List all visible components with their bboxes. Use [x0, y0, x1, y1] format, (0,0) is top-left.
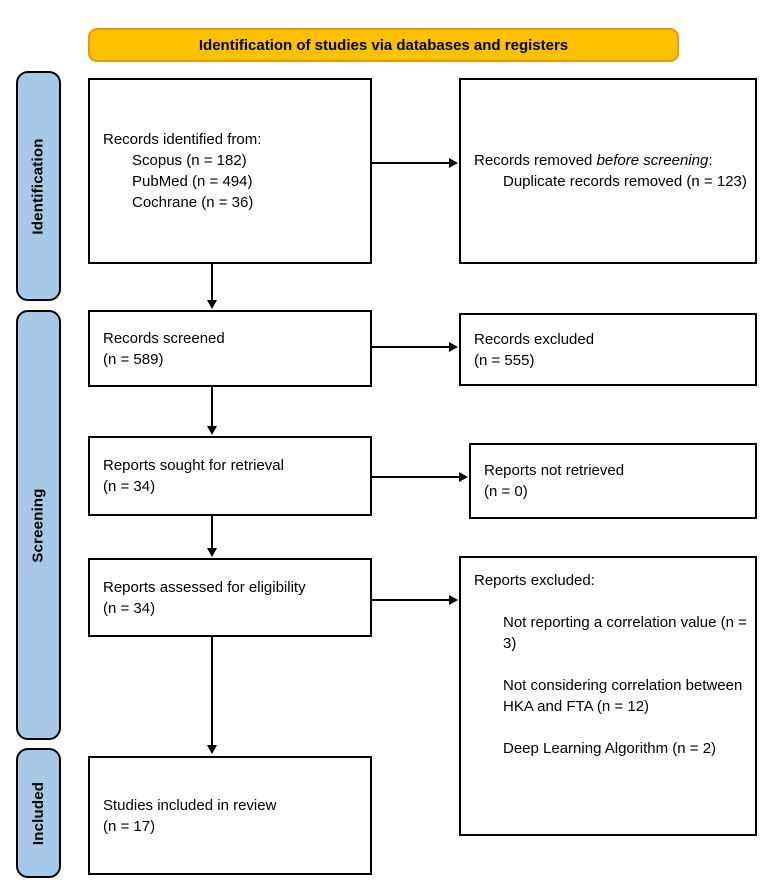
box-studies-included-line2: (n = 17) — [103, 817, 156, 835]
box-studies-included: Studies included in review (n = 17) — [88, 756, 372, 875]
box-reports-assessed-line2: (n = 34) — [103, 599, 156, 617]
arrow-screened-to-sought — [207, 387, 217, 435]
stage-label-included: Included — [30, 781, 47, 845]
box-records-removed-title-prefix: Records removed — [474, 152, 597, 169]
box-records-screened-line2: (n = 589) — [103, 350, 164, 368]
box-records-identified: Records identified from: Scopus (n = 182… — [88, 78, 372, 264]
box-records-removed-item: Duplicate records removed (n = 123) — [503, 173, 747, 190]
box-reports-sought-line2: (n = 34) — [103, 478, 156, 495]
box-reports-not-retrieved-line1: Reports not retrieved — [484, 462, 625, 479]
arrow-identified-to-screened — [207, 264, 217, 309]
arrow-screened-to-excluded — [372, 342, 458, 352]
banner-title: Identification of studies via databases … — [198, 36, 569, 54]
box-reports-assessed: Reports assessed for eligibility (n = 34… — [88, 558, 372, 637]
box-reports-excluded-item: Not considering correlation between HKA … — [503, 677, 743, 715]
box-reports-sought-line1: Reports sought for retrieval — [103, 457, 284, 474]
arrow-assessed-to-included — [207, 637, 217, 754]
box-records-removed-title-italic: before screening — [596, 152, 709, 169]
arrow-sought-to-assessed — [207, 516, 217, 557]
box-reports-sought: Reports sought for retrieval (n = 34) — [88, 436, 372, 516]
arrow-assessed-to-reports-excluded — [372, 595, 458, 605]
stage-label-screening: Screening — [30, 487, 48, 563]
box-records-identified-item: Cochrane (n = 36) — [132, 194, 254, 211]
box-reports-excluded-item: Deep Learning Algorithm (n = 2) — [503, 740, 717, 757]
stage-label-identification: Identification — [30, 137, 48, 235]
box-records-removed: Records removed before screening: Duplic… — [459, 78, 757, 264]
box-reports-not-retrieved: Reports not retrieved (n = 0) — [469, 443, 757, 519]
banner: Identification of studies via databases … — [88, 28, 679, 62]
box-records-identified-title: Records identified from: — [103, 131, 262, 148]
box-records-removed-title-suffix: : — [708, 152, 713, 169]
box-records-excluded-line2: (n = 555) — [474, 351, 535, 369]
box-records-screened-line1: Records screened — [103, 329, 225, 347]
box-records-removed-title: Records removed before screening: — [474, 150, 747, 171]
box-reports-excluded-title: Reports excluded: — [474, 572, 595, 589]
arrow-sought-to-not-retrieved — [372, 472, 468, 482]
box-reports-assessed-line1: Reports assessed for eligibility — [103, 578, 306, 596]
stage-bar-screening: Screening — [16, 310, 61, 740]
stage-bar-included: Included — [16, 748, 61, 878]
box-records-excluded-line1: Records excluded — [474, 330, 595, 348]
box-records-identified-item: Scopus (n = 182) — [132, 152, 247, 169]
box-reports-not-retrieved-line2: (n = 0) — [484, 483, 528, 500]
box-reports-excluded: Reports excluded: Not reporting a correl… — [459, 556, 757, 836]
box-records-identified-item: PubMed (n = 494) — [132, 173, 253, 190]
box-studies-included-line1: Studies included in review — [103, 796, 277, 814]
stage-bar-identification: Identification — [16, 71, 61, 301]
box-records-excluded: Records excluded (n = 555) — [459, 313, 757, 386]
box-reports-excluded-item: Not reporting a correlation value (n = 3… — [503, 614, 747, 652]
arrow-identified-to-removed — [372, 158, 458, 168]
box-records-screened: Records screened (n = 589) — [88, 310, 372, 387]
